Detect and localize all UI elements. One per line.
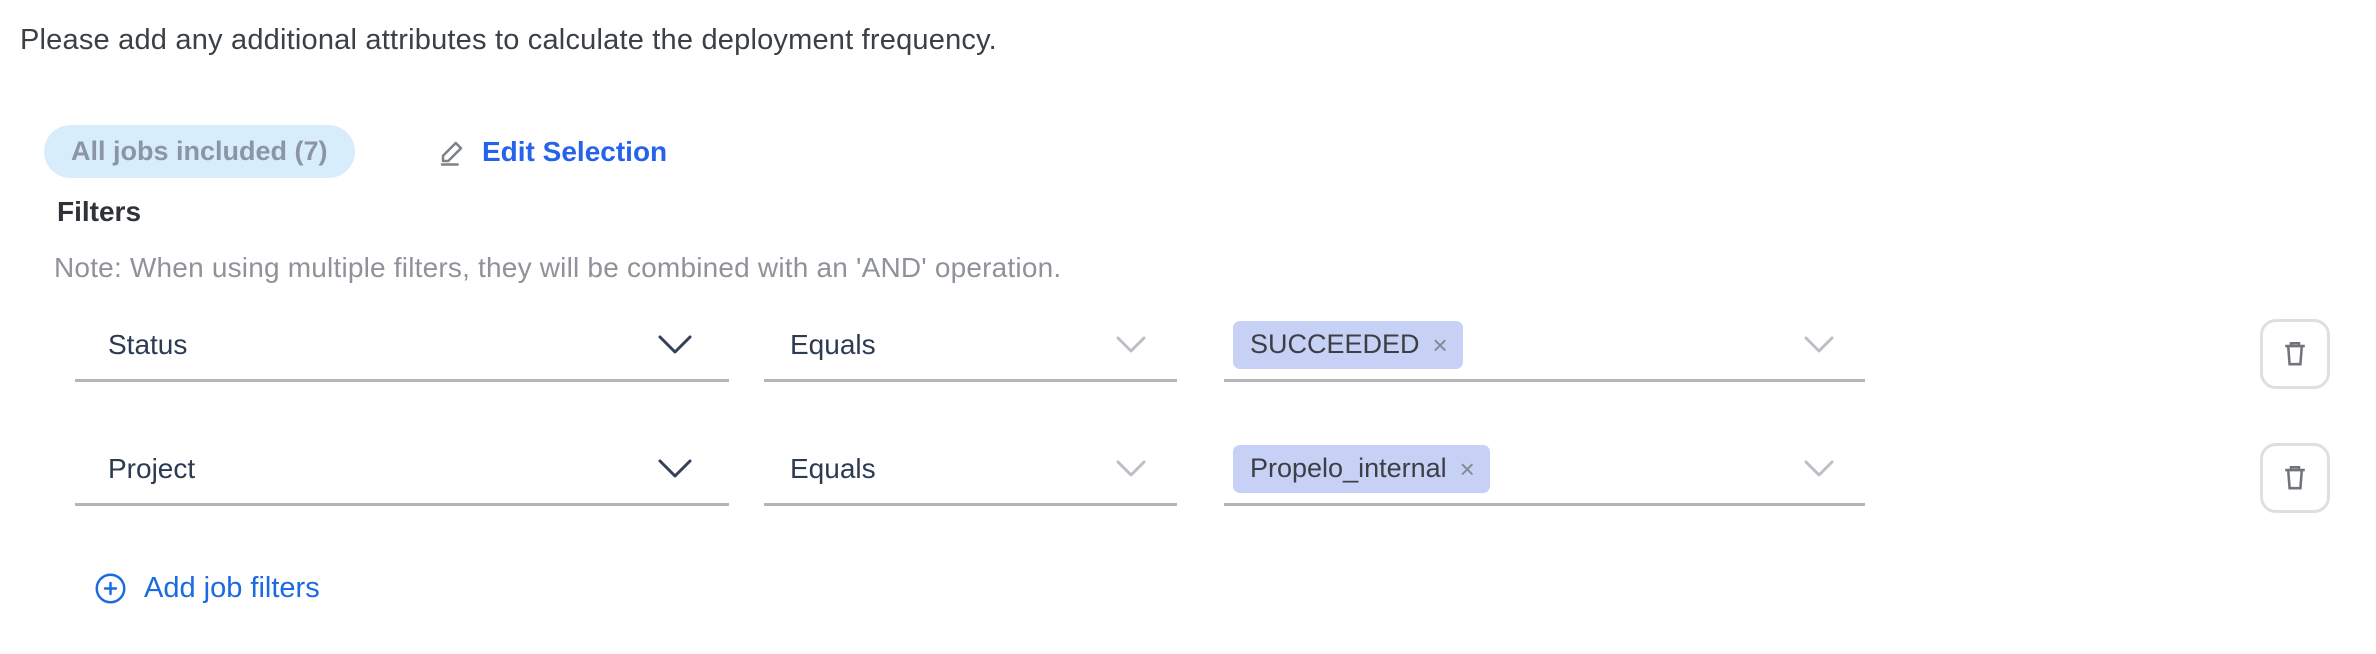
edit-selection-button[interactable]: Edit Selection (437, 125, 667, 178)
attribute-select-value: Project (108, 452, 196, 484)
trash-icon (2285, 465, 2305, 490)
operator-select[interactable]: Equals (764, 434, 1177, 506)
delete-filter-button[interactable] (2260, 443, 2330, 513)
operator-select[interactable]: Equals (764, 310, 1177, 382)
add-job-filters-label: Add job filters (144, 572, 320, 604)
chevron-down-icon (658, 335, 692, 353)
plus-circle-icon (95, 573, 126, 604)
add-job-filters-button[interactable]: Add job filters (94, 572, 320, 605)
value-tag-label: Propelo_internal (1250, 453, 1447, 483)
value-tag: SUCCEEDED × (1233, 320, 1463, 369)
operator-select-value: Equals (790, 452, 876, 484)
filters-section-title: Filters (57, 196, 142, 227)
chevron-down-icon (1116, 336, 1146, 353)
operator-select-value: Equals (790, 328, 876, 360)
attribute-select[interactable]: Status (75, 310, 729, 382)
chevron-down-icon (1804, 336, 1834, 353)
value-tag: Propelo_internal × (1233, 444, 1490, 493)
chevron-down-icon (1116, 460, 1146, 477)
delete-filter-button[interactable] (2260, 319, 2330, 389)
attribute-select-value: Status (108, 328, 188, 360)
instruction-text: Please add any additional attributes to … (20, 24, 997, 56)
value-tag-label: SUCCEEDED (1250, 329, 1420, 359)
values-select[interactable]: Propelo_internal × (1224, 434, 1865, 506)
edit-selection-label: Edit Selection (482, 135, 668, 167)
filters-note-text: Note: When using multiple filters, they … (54, 252, 1062, 283)
remove-value-icon[interactable]: × (1432, 329, 1448, 360)
chevron-down-icon (658, 459, 692, 477)
jobs-included-badge: All jobs included (7) (44, 125, 355, 178)
remove-value-icon[interactable]: × (1459, 453, 1475, 484)
trash-icon (2285, 341, 2305, 366)
values-select[interactable]: SUCCEEDED × (1224, 310, 1865, 382)
chevron-down-icon (1804, 460, 1834, 477)
attribute-select[interactable]: Project (75, 434, 729, 506)
edit-pencil-icon (440, 141, 463, 166)
